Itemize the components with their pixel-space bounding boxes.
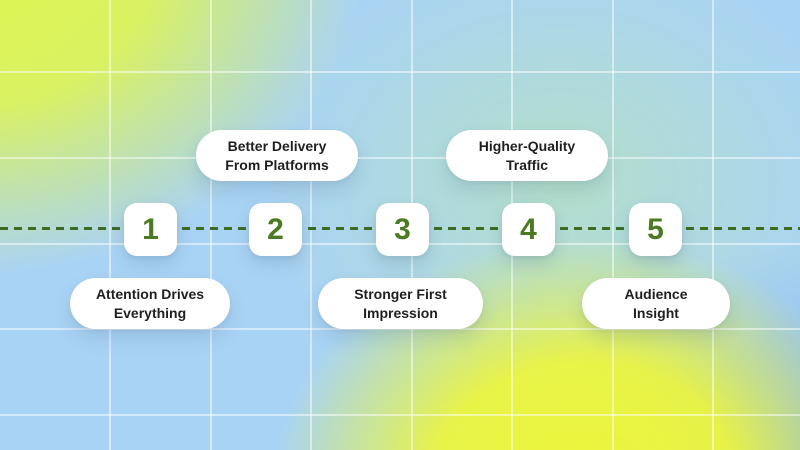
grid-line-horizontal — [0, 328, 800, 330]
step-4-number-card: 4 — [502, 203, 555, 256]
step-3-label: Stronger First Impression — [354, 285, 447, 321]
grid-line-vertical — [310, 0, 312, 450]
step-4-label-pill: Higher-Quality Traffic — [446, 130, 608, 181]
grid-line-horizontal — [0, 157, 800, 159]
step-5-label-pill: Audience Insight — [582, 278, 730, 329]
step-3-label-pill: Stronger First Impression — [318, 278, 483, 329]
step-1-label-pill: Attention Drives Everything — [70, 278, 230, 329]
step-2-label-pill: Better Delivery From Platforms — [196, 130, 358, 181]
step-4-label: Higher-Quality Traffic — [478, 137, 576, 173]
grid-line-horizontal — [0, 414, 800, 416]
step-1-label: Attention Drives Everything — [95, 285, 205, 321]
grid-line-vertical — [109, 0, 111, 450]
step-2-label: Better Delivery From Platforms — [225, 137, 329, 173]
grid-line-vertical — [210, 0, 212, 450]
grid-line-vertical — [712, 0, 714, 450]
grid-line-vertical — [612, 0, 614, 450]
step-5-number-card: 5 — [629, 203, 682, 256]
step-2-number-card: 2 — [249, 203, 302, 256]
grid-line-horizontal — [0, 71, 800, 73]
step-5-label: Audience Insight — [624, 285, 688, 321]
step-1-number-card: 1 — [124, 203, 177, 256]
step-3-number-card: 3 — [376, 203, 429, 256]
